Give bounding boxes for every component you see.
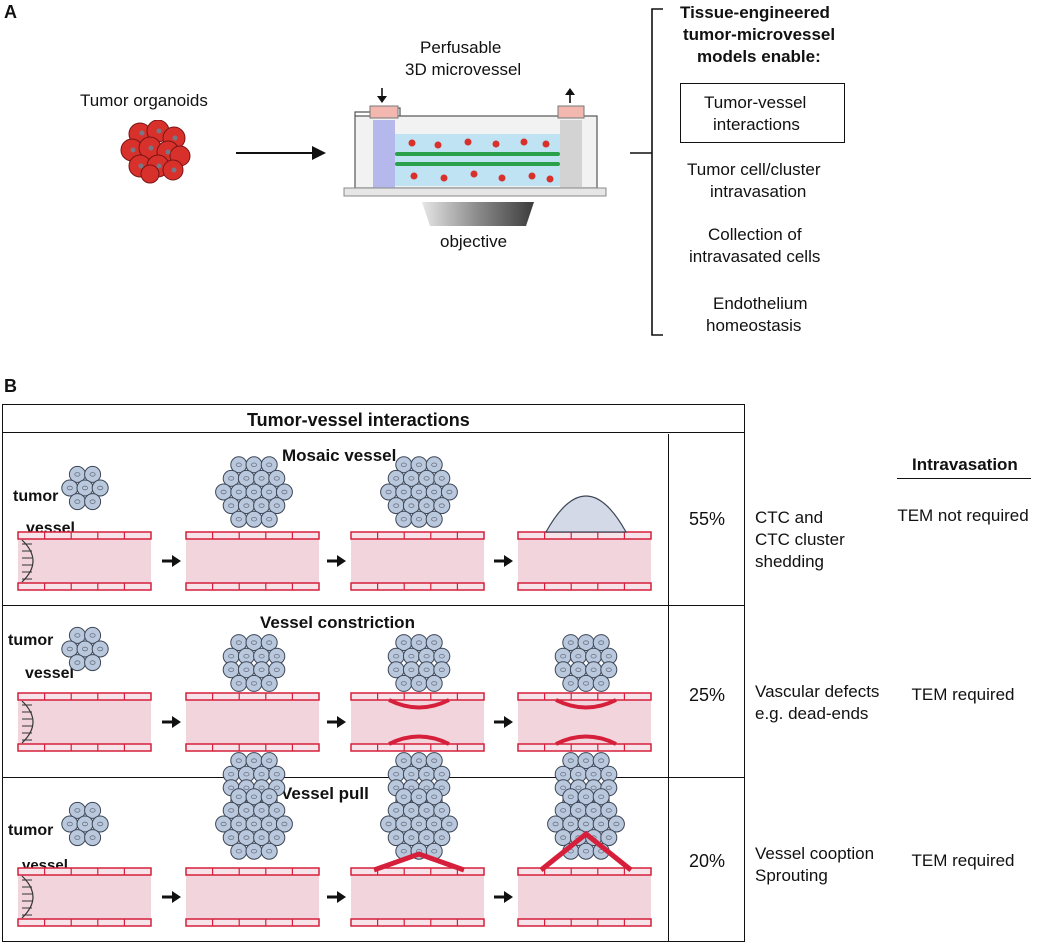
process-arrow [236,146,326,160]
row-2-desc-line1: Vascular defects [755,682,880,701]
microvessel-device-illustration [343,88,607,226]
row-1-desc-line3: shedding [755,552,825,571]
enable-item-2-line2: intravasation [710,182,807,201]
enable-item-1-line2: interactions [713,115,800,134]
enable-item-2-line1: Tumor cell/cluster [687,160,821,179]
row-divider-2 [2,777,745,778]
row-3-title: Vessel pull [281,784,369,803]
row-1-desc-line1: CTC and [755,508,824,527]
enable-item-4-line1: Endothelium [713,294,808,313]
enable-title-line2: tumor-microvessel [683,25,836,44]
row-2-title: Vessel constriction [260,613,415,632]
row-3-intravasation: TEM required [911,851,1015,870]
row-2-vessel-label: vessel [25,665,74,682]
enable-item-3-line2: intravasated cells [689,247,821,266]
row-divider-1 [2,605,745,606]
row-2-percent: 25% [688,685,726,705]
intravasation-underline [897,478,1031,479]
row-1-percent: 55% [688,509,726,529]
device-title-line1: Perfusable [420,38,502,57]
device-title-line2: 3D microvessel [405,60,522,79]
objective-label: objective [440,232,508,251]
row-2-desc-line2: e.g. dead-ends [755,704,869,723]
organoids-label: Tumor organoids [80,91,208,110]
row-1-desc-line2: CTC cluster [755,530,845,549]
row-3-tumor-label: tumor [8,822,54,839]
row-1-title: Mosaic vessel [282,446,397,465]
row-1-tumor-label: tumor [13,488,59,505]
table-header-divider [2,432,745,433]
row-3-vessel-label: vessel [22,857,68,874]
enable-bracket [630,8,663,336]
percent-column-left-border [668,434,669,942]
row-3-percent: 20% [688,851,726,871]
enable-title-line1: Tissue-engineered [680,3,830,22]
row-1-vessel-label: vessel [26,520,75,537]
intravasation-header: Intravasation [912,455,1018,474]
row-2-tumor-label: tumor [8,632,54,649]
row-1-intravasation: TEM not required [897,506,1029,525]
interactions-table [2,404,745,942]
enable-item-3-line1: Collection of [708,225,802,244]
row-3-desc-line2: Sprouting [755,866,828,885]
enable-item-1-line1: Tumor-vessel [704,93,807,112]
enable-item-4-line2: homeostasis [706,316,802,335]
highlight-box [680,83,845,143]
enable-title-line3: models enable: [697,47,821,66]
table-title: Tumor-vessel interactions [247,410,470,430]
panel-a-label: A [4,2,17,22]
panel-b-label: B [4,376,17,396]
row-3-desc-line1: Vessel cooption [755,844,875,863]
row-2-intravasation: TEM required [911,685,1015,704]
tumor-organoid-illustration [120,120,191,184]
